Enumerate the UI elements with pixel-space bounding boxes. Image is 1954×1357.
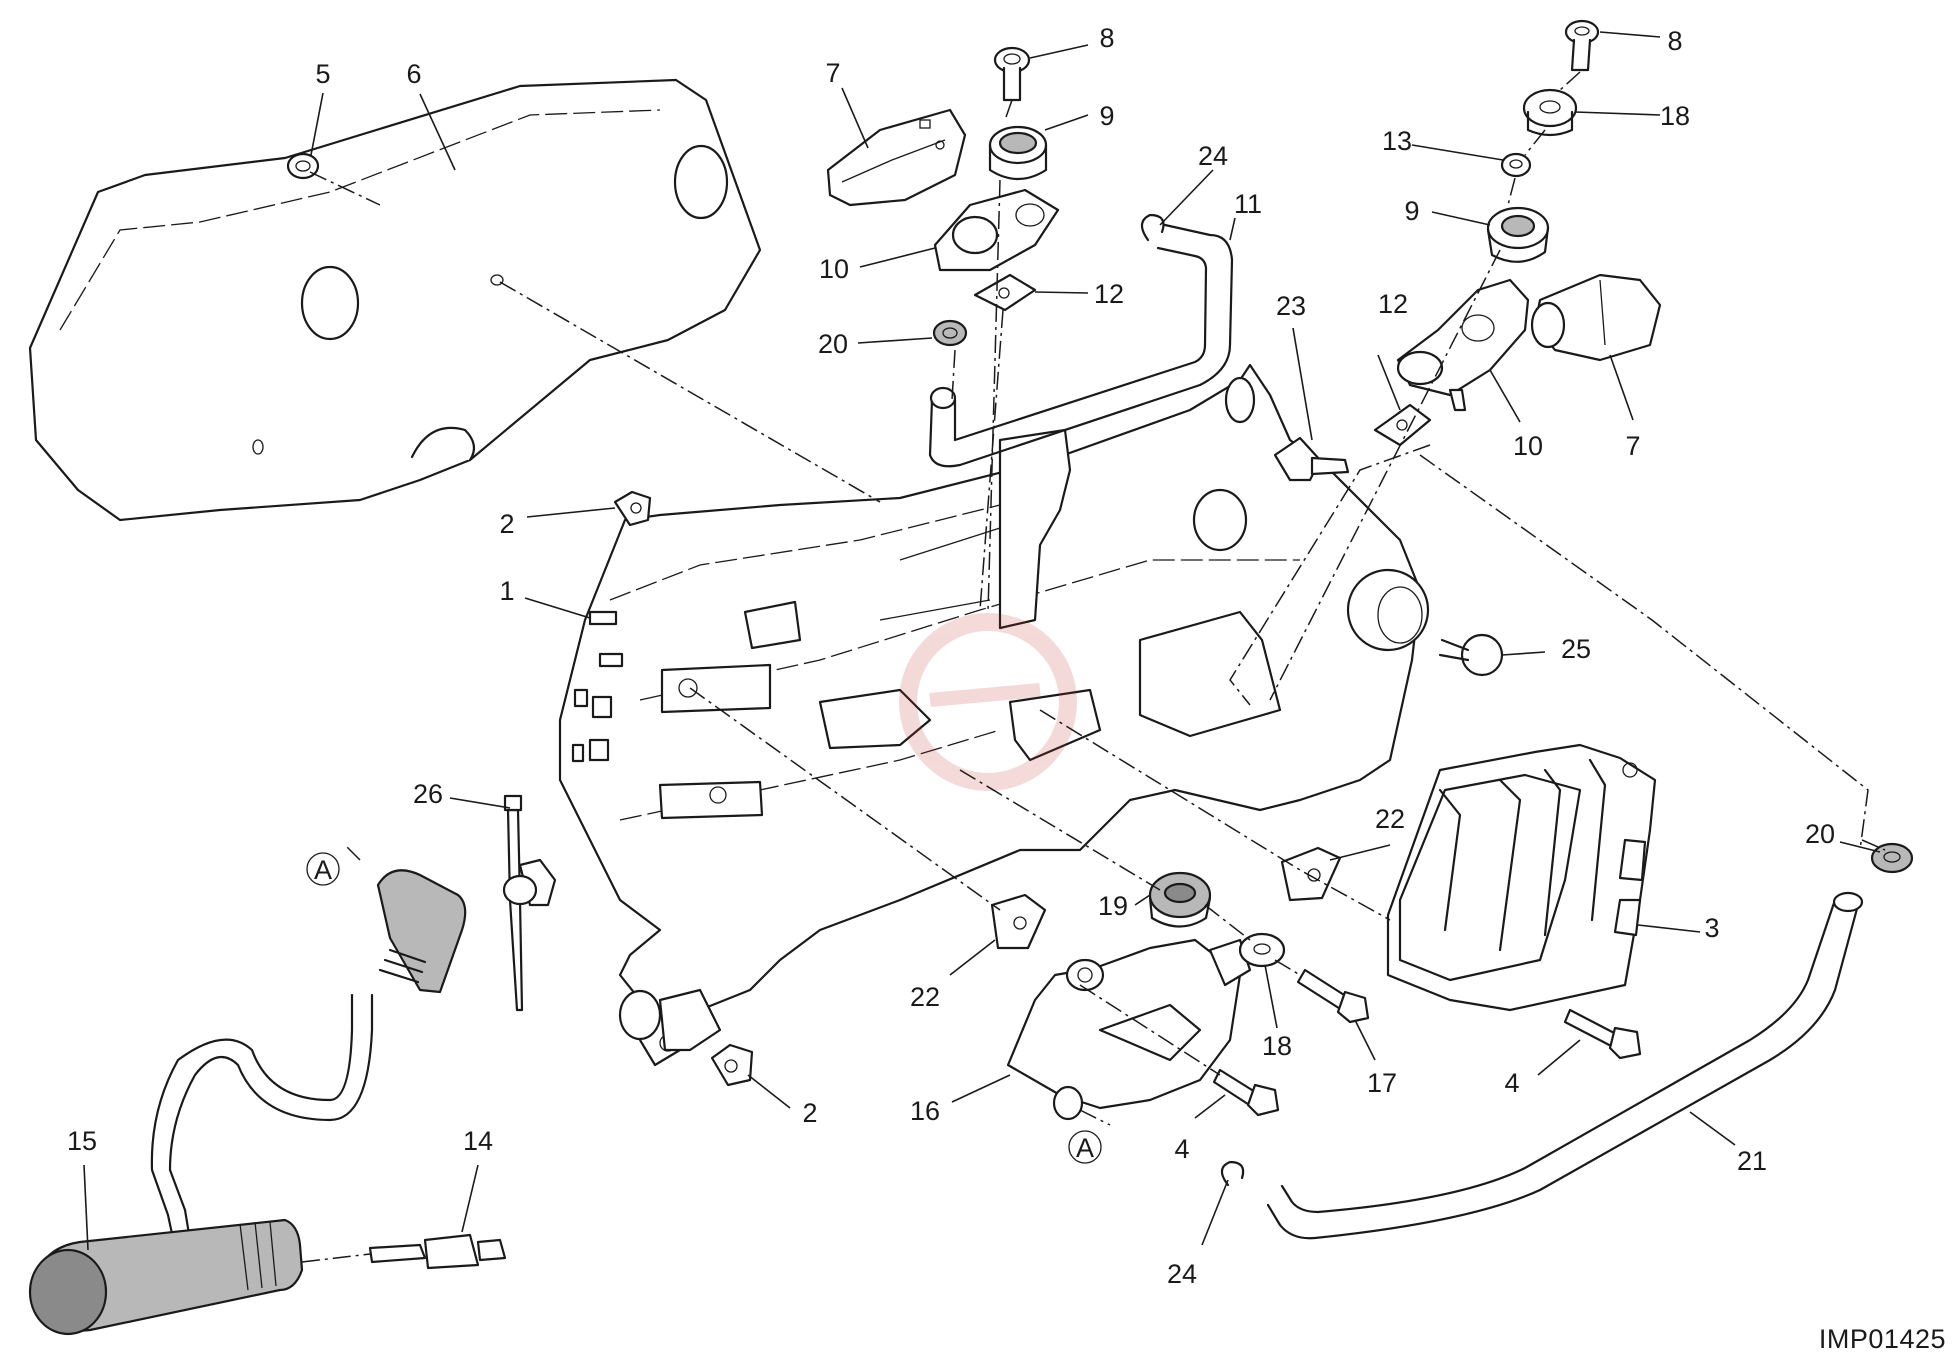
callout-8: 8	[1099, 23, 1114, 53]
assembly-lines	[301, 71, 1886, 1263]
hose-21	[1266, 891, 1864, 1240]
bolt-17	[1296, 968, 1370, 1024]
callout-16: 16	[910, 1096, 940, 1126]
callout-26: 26	[413, 779, 443, 809]
callout-2: 2	[802, 1098, 817, 1128]
hose-11	[928, 223, 1234, 468]
washer-18-lower	[1238, 932, 1286, 968]
callout-7: 7	[825, 58, 840, 88]
callout-24: 24	[1167, 1259, 1197, 1289]
callout-1: 1	[499, 576, 514, 606]
callout-23: 23	[1276, 291, 1306, 321]
connection-marker-top: A	[306, 852, 340, 886]
connector-7-left	[826, 108, 967, 207]
bolt-4-center	[1212, 1068, 1280, 1117]
callout-19: 19	[1098, 891, 1128, 921]
callout-15: 15	[67, 1126, 97, 1156]
clamp-20-center	[932, 319, 968, 347]
callout-20: 20	[818, 329, 848, 359]
callout-5: 5	[315, 59, 330, 89]
callout-10: 10	[1513, 431, 1543, 461]
callout-labels: 5 6 7 8 9 10 12 20 24 11 8 18 13 9 23 12…	[67, 23, 1835, 1289]
sensor-probe-14	[368, 1233, 507, 1270]
callout-22: 22	[910, 982, 940, 1012]
connection-marker-bottom: A	[1068, 1130, 1102, 1164]
callout-25: 25	[1561, 634, 1591, 664]
callout-11: 11	[1234, 189, 1262, 219]
main-bracket	[558, 363, 1430, 1067]
grommet-19	[1148, 871, 1212, 928]
screw-8-right	[1564, 19, 1600, 72]
plug-25	[1438, 633, 1504, 677]
callout-17: 17	[1367, 1068, 1397, 1098]
callout-18: 18	[1262, 1031, 1292, 1061]
marker-label: A	[314, 855, 332, 885]
clip-22-center	[990, 893, 1047, 950]
callout-24: 24	[1198, 141, 1228, 171]
callout-18: 18	[1660, 101, 1690, 131]
bracket-10-right	[1396, 278, 1530, 412]
callout-10: 10	[819, 254, 849, 284]
clip-2-upper	[613, 490, 652, 527]
callout-12: 12	[1094, 279, 1124, 309]
bolt-4-right	[1563, 1008, 1642, 1060]
callout-21: 21	[1737, 1146, 1767, 1176]
bracket-10-center	[933, 188, 1060, 272]
clip-12-right	[1373, 403, 1432, 447]
drawing-code: IMP01425	[1819, 1324, 1946, 1354]
callout-22: 22	[1375, 804, 1405, 834]
marker-label: A	[1076, 1133, 1094, 1163]
callout-14: 14	[463, 1126, 493, 1156]
callout-6: 6	[406, 59, 421, 89]
heat-shield-panel	[28, 78, 762, 522]
callout-8: 8	[1667, 26, 1682, 56]
pin-23	[1273, 436, 1350, 482]
leader-lines	[83, 31, 1881, 1251]
cable-tie-26	[502, 794, 557, 1012]
callout-3: 3	[1704, 913, 1719, 943]
callout-9: 9	[1404, 196, 1419, 226]
clip-24-bottom	[1220, 1160, 1245, 1187]
watermark-logo	[899, 613, 1077, 791]
washer-18-top	[1522, 88, 1578, 137]
secondary-bracket-16	[1006, 938, 1252, 1121]
clip-12-center	[973, 273, 1037, 312]
clip-24-top	[1140, 213, 1165, 242]
callout-4: 4	[1504, 1068, 1519, 1098]
callout-7: 7	[1625, 431, 1640, 461]
connector-7-right	[1530, 273, 1662, 362]
control-unit	[1386, 743, 1657, 1012]
clip-2-lower	[710, 1043, 754, 1087]
clamp-20-right	[1870, 842, 1914, 874]
callout-9: 9	[1099, 101, 1114, 131]
clip-22-right	[1280, 846, 1342, 902]
bushing-13	[1500, 152, 1532, 178]
screw-8-center	[993, 46, 1031, 102]
grommet-9-center	[988, 125, 1048, 181]
callout-4: 4	[1174, 1134, 1189, 1164]
callout-20: 20	[1805, 819, 1835, 849]
sensor-cable-15	[28, 869, 467, 1336]
callout-12: 12	[1378, 289, 1408, 319]
callout-2: 2	[499, 509, 514, 539]
callout-13: 13	[1382, 126, 1412, 156]
grommet-9-right	[1486, 206, 1550, 263]
